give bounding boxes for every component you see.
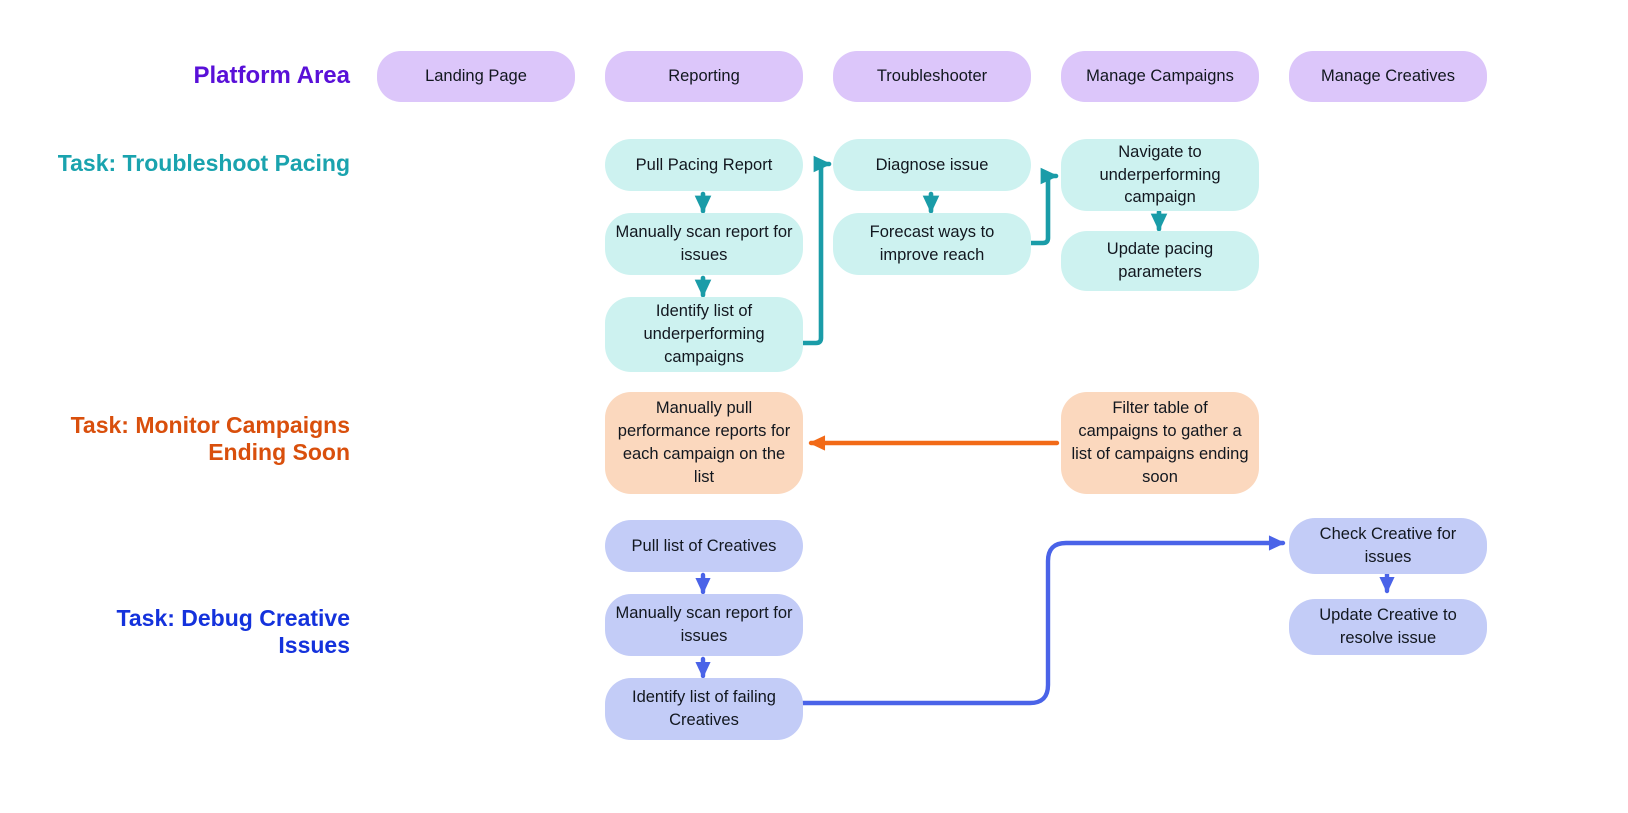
task-node-update-pacing-parameters[interactable]: Update pacing parameters <box>1061 231 1259 291</box>
edge-identify-underperforming-to-diagnose-issue <box>800 155 832 346</box>
node-label: Manually pull performance reports for ea… <box>617 399 791 486</box>
node-label: Navigate to underperforming campaign <box>1099 142 1221 207</box>
task-node-forecast-ways-to-improve-reach[interactable]: Forecast ways to improve reach <box>833 213 1031 275</box>
node-label: Forecast ways to improve reach <box>869 223 995 264</box>
node-label: Pull list of Creatives <box>631 536 777 555</box>
task-node-identify-underperforming-campaigns[interactable]: Identify list of underperforming campaig… <box>605 297 803 372</box>
task-node-update-creative-to-resolve-issue[interactable]: Update Creative to resolve issue <box>1289 599 1487 655</box>
node-label: Manually scan report for issues <box>615 223 793 264</box>
task-node-diagnose-issue[interactable]: Diagnose issue <box>833 139 1031 191</box>
platform-node-manage-campaigns[interactable]: Manage Campaigns <box>1061 51 1259 102</box>
task-node-manually-scan-report-creatives[interactable]: Manually scan report for issues <box>605 594 803 656</box>
task-row-label-debug-creative-issues: Task: Debug Creative Issues <box>116 605 350 659</box>
task-node-manually-pull-performance-reports[interactable]: Manually pull performance reports for ea… <box>605 392 803 494</box>
task-node-check-creative-for-issues[interactable]: Check Creative for issues <box>1289 518 1487 574</box>
platform-node-troubleshooter[interactable]: Troubleshooter <box>833 51 1031 102</box>
task-node-identify-list-of-failing-creatives[interactable]: Identify list of failing Creatives <box>605 678 803 740</box>
node-label: Reporting <box>668 67 740 86</box>
task-node-navigate-to-underperforming-campaign[interactable]: Navigate to underperforming campaign <box>1061 139 1259 211</box>
node-label: Manually scan report for issues <box>615 604 793 645</box>
node-label: Manage Creatives <box>1321 67 1455 86</box>
node-label: Identify list of failing Creatives <box>632 688 776 729</box>
node-label: Troubleshooter <box>876 67 988 86</box>
platform-node-manage-creatives[interactable]: Manage Creatives <box>1289 51 1487 102</box>
platform-node-landing-page[interactable]: Landing Page <box>377 51 575 102</box>
task-node-pull-pacing-report[interactable]: Pull Pacing Report <box>605 139 803 191</box>
task-node-manually-scan-report-pacing[interactable]: Manually scan report for issues <box>605 213 803 275</box>
task-row-label-monitor-campaigns: Task: Monitor Campaigns Ending Soon <box>70 412 350 466</box>
task-node-pull-list-of-creatives[interactable]: Pull list of Creatives <box>605 520 803 572</box>
edge-forecast-ways-to-navigate-campaign <box>1028 167 1059 246</box>
node-label: Pull Pacing Report <box>635 155 773 174</box>
node-label: Filter table of campaigns to gather a li… <box>1071 399 1249 486</box>
edge-identify-failing-to-check-creative <box>800 535 1286 706</box>
node-label: Check Creative for issues <box>1319 525 1457 566</box>
node-label: Update Creative to resolve issue <box>1319 606 1457 647</box>
node-label: Identify list of underperforming campaig… <box>643 302 765 366</box>
node-label: Update pacing parameters <box>1106 240 1214 281</box>
node-label: Landing Page <box>425 67 527 86</box>
node-label: Manage Campaigns <box>1086 67 1234 86</box>
task-node-filter-table-of-campaigns[interactable]: Filter table of campaigns to gather a li… <box>1061 392 1259 494</box>
node-label: Diagnose issue <box>875 155 989 174</box>
task-row-label-troubleshoot-pacing: Task: Troubleshoot Pacing <box>57 150 350 176</box>
platform-area-row-label: Platform Area <box>193 62 351 89</box>
platform-node-reporting[interactable]: Reporting <box>605 51 803 102</box>
